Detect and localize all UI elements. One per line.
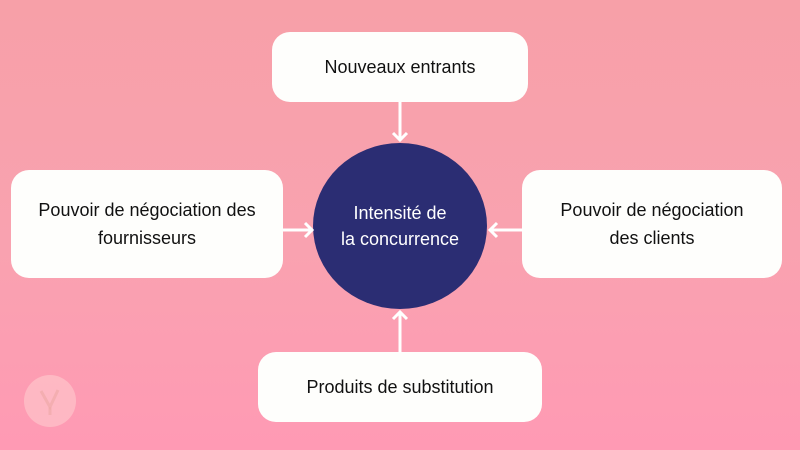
arrow-right-icon bbox=[283, 221, 315, 239]
node-label-line1: Pouvoir de négociation des bbox=[38, 200, 256, 220]
center-node-competition: Intensité de la concurrence bbox=[313, 143, 487, 309]
arrow-up-icon bbox=[391, 309, 409, 353]
center-label-line2: la concurrence bbox=[340, 229, 460, 249]
node-buyer-power: Pouvoir de négociation des clients bbox=[522, 170, 782, 278]
node-label-line1: Pouvoir de négociation bbox=[560, 200, 744, 220]
node-label-line2: des clients bbox=[609, 228, 695, 248]
node-label: Nouveaux entrants bbox=[324, 57, 476, 77]
node-supplier-power: Pouvoir de négociation des fournisseurs bbox=[11, 170, 283, 278]
y-logo-icon bbox=[24, 375, 76, 427]
node-substitutes: Produits de substitution bbox=[258, 352, 542, 422]
arrow-left-icon bbox=[487, 221, 523, 239]
node-label: Produits de substitution bbox=[306, 377, 494, 397]
arrow-down-icon bbox=[391, 102, 409, 143]
node-label-line2: fournisseurs bbox=[97, 228, 197, 248]
node-new-entrants: Nouveaux entrants bbox=[272, 32, 528, 102]
center-label-line1: Intensité de bbox=[353, 203, 447, 223]
